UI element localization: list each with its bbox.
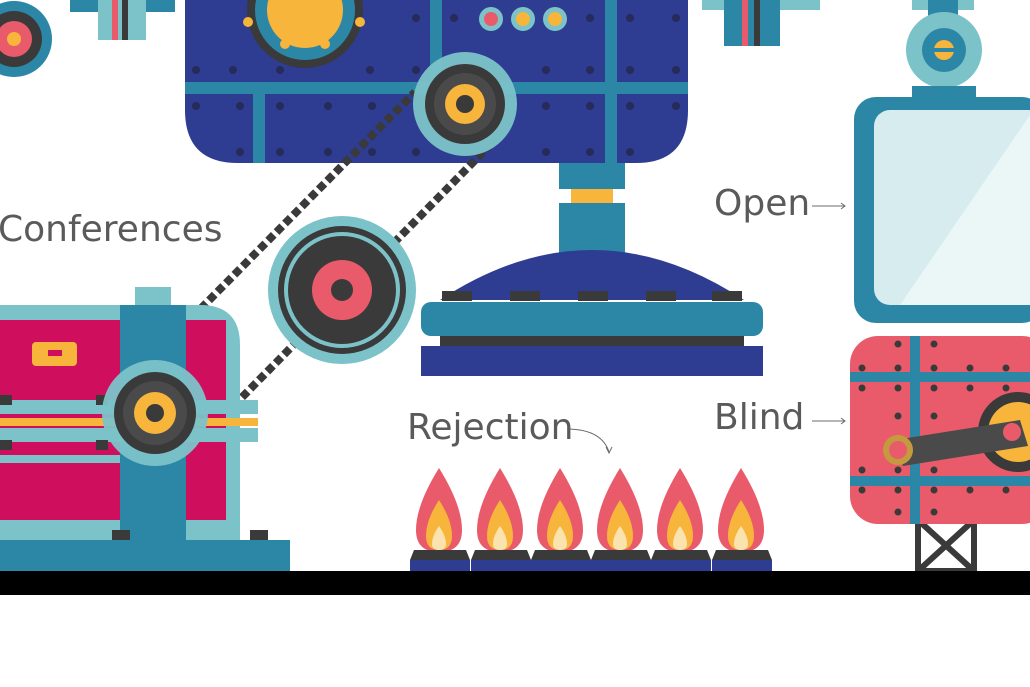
flame-icon bbox=[597, 468, 643, 552]
gear-icon bbox=[413, 52, 517, 156]
window-icon bbox=[854, 97, 1030, 323]
right-machine bbox=[850, 336, 1030, 574]
pipe-fragment-left bbox=[70, 0, 175, 40]
press-column bbox=[421, 163, 763, 376]
gear-icon bbox=[102, 360, 208, 466]
gear-icon bbox=[0, 1, 52, 77]
pipe-fragment-center bbox=[702, 0, 820, 46]
flame-icon bbox=[657, 468, 703, 552]
annotation-arrows bbox=[568, 202, 846, 455]
flame-icon bbox=[477, 468, 523, 552]
valve bbox=[906, 0, 982, 98]
burner-row bbox=[410, 468, 772, 571]
label-conferences: Conferences bbox=[0, 209, 223, 250]
label-open: Open bbox=[714, 183, 811, 224]
flame-icon bbox=[416, 468, 462, 552]
label-rejection: Rejection bbox=[407, 407, 574, 448]
flame-icon bbox=[718, 468, 764, 552]
flame-icon bbox=[537, 468, 583, 552]
label-blind: Blind bbox=[714, 397, 805, 438]
floor-bar bbox=[0, 571, 1030, 595]
pulley-icon bbox=[268, 216, 416, 364]
